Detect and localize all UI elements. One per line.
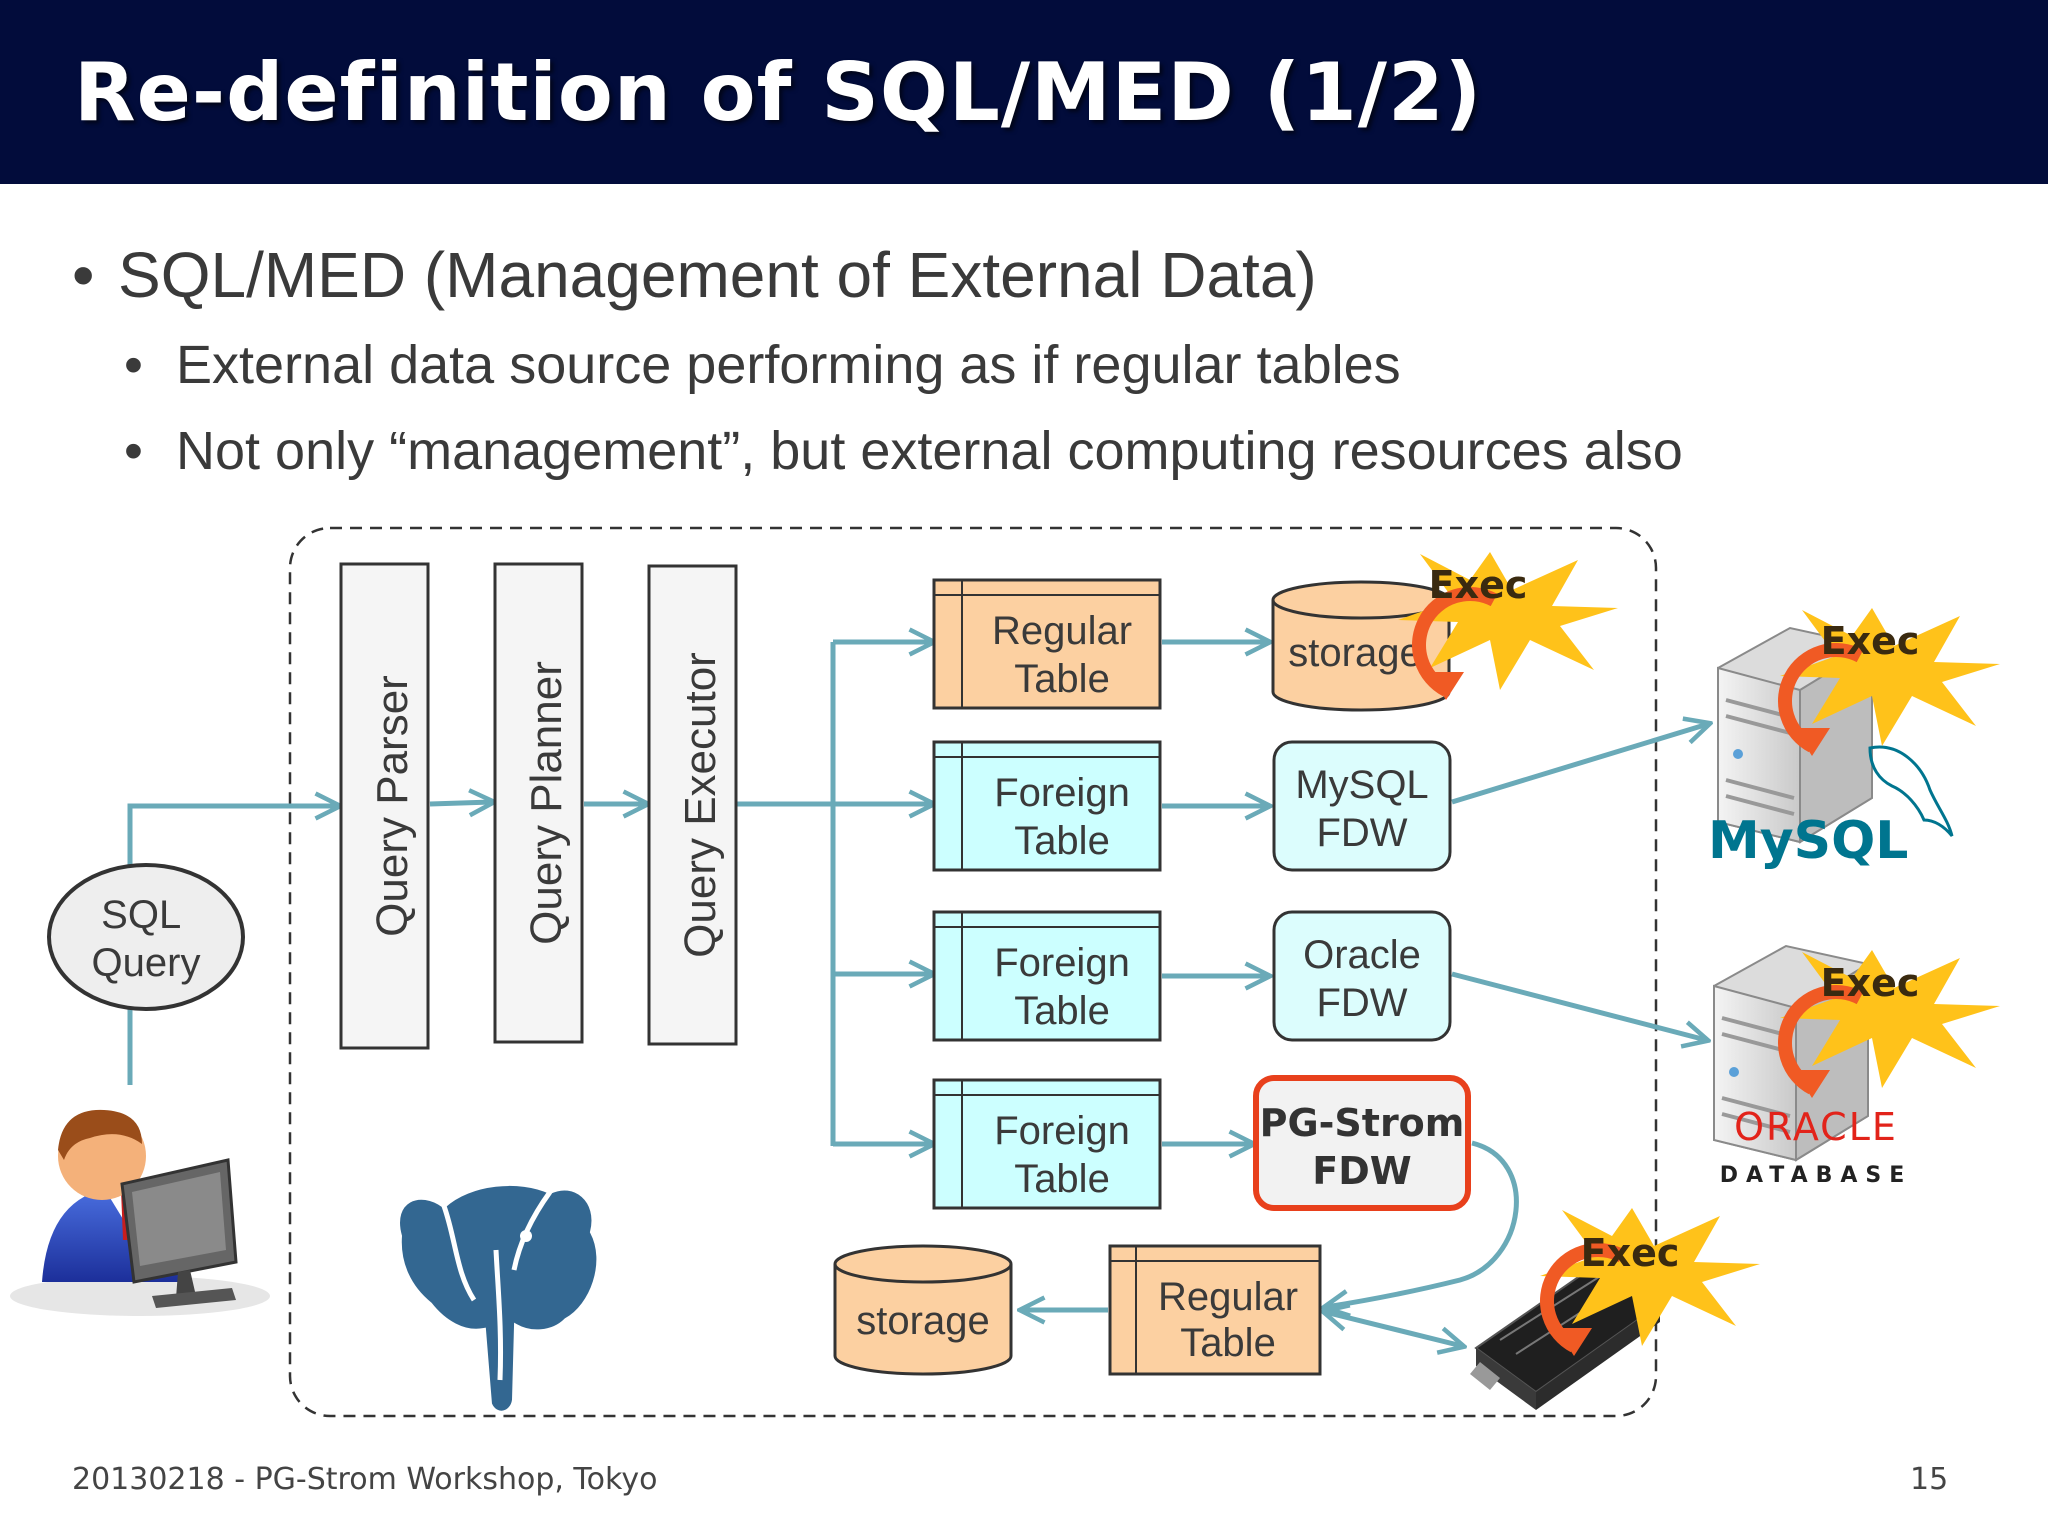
mysql-dolphin-icon bbox=[1868, 745, 1954, 837]
bullet-dot: • bbox=[72, 239, 95, 311]
mysql-fdw-line-1: MySQL bbox=[1295, 763, 1428, 807]
storage-1-label: storage bbox=[1288, 631, 1421, 675]
foreign-table-3-line-1: Foreign bbox=[994, 1109, 1130, 1153]
mysql-logo-text: MySQL bbox=[1708, 811, 1908, 871]
exec-label-mysql: Exec bbox=[1821, 619, 1920, 663]
exec-burst-icon-oracle: Exec bbox=[1778, 950, 2000, 1098]
stage-query-parser-label: Query Parser bbox=[368, 675, 417, 937]
bullet-2-text: External data source performing as if re… bbox=[176, 335, 1401, 395]
foreign-table-3-line-2: Table bbox=[1014, 1157, 1110, 1201]
mysql-fdw-to-server-arrow bbox=[1451, 724, 1708, 805]
sql-query-label: SQL Query bbox=[92, 893, 201, 985]
exec-label-oracle: Exec bbox=[1821, 961, 1920, 1005]
slide-title: Re-definition of SQL/MED (1/2) bbox=[74, 46, 1483, 139]
stage-query-parser: Query Parser bbox=[339, 562, 430, 1050]
oracle-fdw-to-server-arrow bbox=[1451, 971, 1706, 1040]
oracle-fdw-line-2: FDW bbox=[1316, 981, 1407, 1025]
bullet-dot: • bbox=[124, 421, 143, 481]
exec-burst-icon-mysql: Exec bbox=[1778, 608, 2000, 756]
bullet-2: • External data source performing as if r… bbox=[124, 334, 1401, 396]
postgresql-boundary bbox=[288, 526, 1658, 1418]
exec-label-storage: Exec bbox=[1429, 563, 1528, 607]
storage-2-label: storage bbox=[856, 1299, 989, 1343]
bullet-3: • Not only “management”, but external com… bbox=[124, 420, 1683, 482]
connector-lines bbox=[127, 642, 1708, 1346]
oracle-logo-text: ORACLE bbox=[1734, 1105, 1898, 1149]
pgstrom-fdw-line-2: FDW bbox=[1312, 1149, 1411, 1193]
pgstrom-fdw-line-1: PG-Strom bbox=[1260, 1101, 1465, 1145]
parser-to-planner-arrow bbox=[429, 802, 492, 804]
bullet-dot: • bbox=[124, 335, 143, 395]
sql-query-line-1: SQL bbox=[101, 893, 180, 937]
storage-cylinder-2: storage bbox=[833, 1244, 1013, 1376]
stage-query-planner-label: Query Planner bbox=[522, 661, 571, 945]
title-bar bbox=[0, 0, 2048, 184]
exec-burst-icon-storage: Exec bbox=[1398, 552, 1618, 700]
regular-table-1-line-2: Table bbox=[1014, 657, 1110, 701]
bullet-1-text: SQL/MED (Management of External Data) bbox=[118, 239, 1317, 311]
postgresql-elephant-icon bbox=[396, 1181, 601, 1415]
slide-footer: 20130218 - PG-Strom Workshop, Tokyo bbox=[72, 1462, 658, 1497]
regular-table-2-line-2: Table bbox=[1180, 1321, 1276, 1365]
mysql-fdw-line-2: FDW bbox=[1316, 811, 1407, 855]
regular-table-gpu-arrow bbox=[1325, 1312, 1462, 1346]
foreign-table-2-line-1: Foreign bbox=[994, 941, 1130, 985]
exec-burst-icon-gpu: Exec bbox=[1540, 1208, 1760, 1356]
stage-query-executor: Query Executor bbox=[647, 564, 738, 1046]
regular-table-2-line-1: Regular bbox=[1158, 1275, 1298, 1319]
foreign-table-2-line-2: Table bbox=[1014, 989, 1110, 1033]
exec-label-gpu: Exec bbox=[1581, 1231, 1680, 1275]
oracle-logo-subtext: DATABASE bbox=[1720, 1163, 1913, 1188]
foreign-table-1-line-1: Foreign bbox=[994, 771, 1130, 815]
pgstrom-to-regular-table-arrow bbox=[1326, 1140, 1519, 1307]
bullet-3-text: Not only “management”, but external comp… bbox=[176, 421, 1683, 481]
regular-table-1-line-1: Regular bbox=[992, 609, 1132, 653]
stage-query-planner: Query Planner bbox=[493, 562, 584, 1044]
sql-query-node bbox=[47, 863, 245, 1011]
page-number: 15 bbox=[1910, 1462, 1949, 1497]
user-at-computer-icon bbox=[10, 1109, 270, 1316]
bullet-1: • SQL/MED (Management of External Data) bbox=[72, 238, 1317, 312]
stage-query-executor-label: Query Executor bbox=[676, 652, 725, 958]
foreign-table-1-line-2: Table bbox=[1014, 819, 1110, 863]
sql-query-line-2: Query bbox=[92, 941, 201, 985]
oracle-fdw-line-1: Oracle bbox=[1303, 933, 1421, 977]
